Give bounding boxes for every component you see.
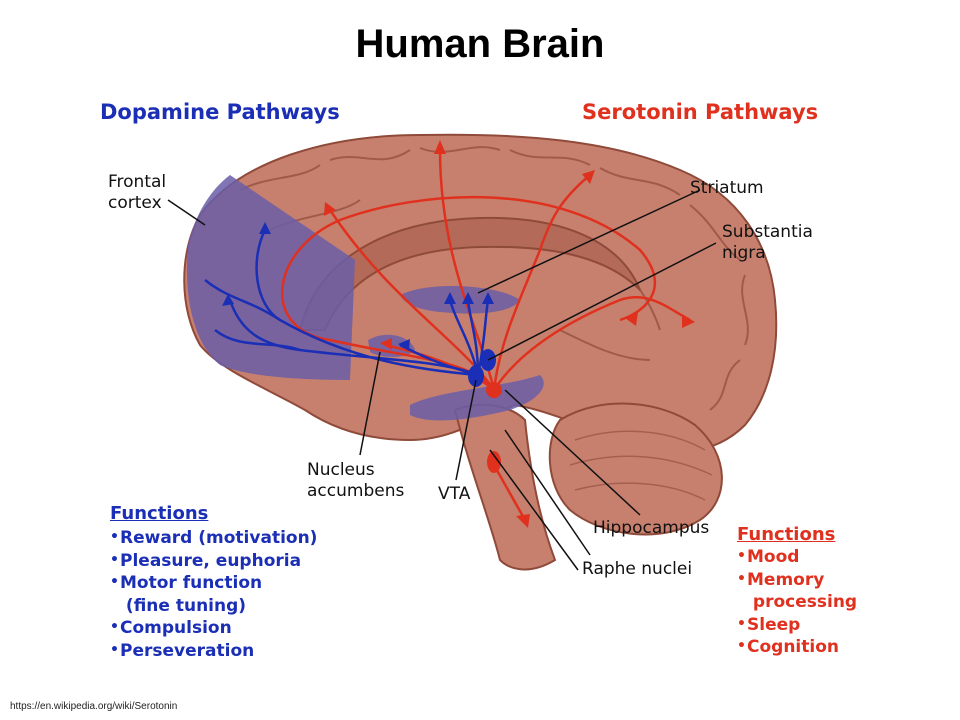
list-item: •Motor function bbox=[110, 573, 263, 593]
serotonin-pathways-heading: Serotonin Pathways bbox=[582, 100, 819, 124]
dopamine-functions-list: •Reward (motivation) •Pleasure, euphoria… bbox=[110, 527, 317, 662]
frontal-cortex-label: Frontal cortex bbox=[108, 172, 166, 214]
list-item: •Pleasure, euphoria bbox=[110, 550, 302, 571]
source-link[interactable]: https://en.wikipedia.org/wiki/Serotonin bbox=[10, 701, 178, 712]
function-text: (fine tuning) bbox=[120, 595, 247, 616]
list-item: •Compulsion bbox=[110, 618, 232, 638]
dopamine-arrowheads bbox=[222, 222, 494, 351]
frontal-cortex-label-line1: Frontal bbox=[108, 172, 167, 192]
dopamine-pathways-heading: Dopamine Pathways bbox=[100, 100, 340, 124]
serotonin-arrowheads bbox=[324, 140, 695, 528]
nucleus-accumbens-label-line1: Nucleus bbox=[307, 460, 375, 480]
vta-label: VTA bbox=[438, 484, 471, 504]
function-text: Sleep bbox=[747, 614, 801, 635]
function-text: Pleasure, euphoria bbox=[120, 550, 302, 571]
substantia-nigra-label: Substantia nigra bbox=[722, 222, 813, 264]
list-item: processing bbox=[737, 591, 857, 614]
list-item: •Perseveration bbox=[110, 640, 255, 661]
function-text: processing bbox=[747, 592, 858, 612]
list-item: •Cognition bbox=[737, 637, 839, 657]
page-title: Human Brain bbox=[355, 22, 605, 66]
substantia-nigra-label-line1: Substantia bbox=[722, 222, 813, 242]
function-text: Motor function bbox=[120, 573, 263, 593]
function-text: Mood bbox=[747, 547, 800, 567]
list-item: •Mood bbox=[737, 547, 800, 567]
brainstem bbox=[453, 403, 557, 571]
striatum-label: Striatum bbox=[690, 178, 764, 198]
leader-lines bbox=[167, 189, 717, 571]
function-text: Memory bbox=[747, 569, 825, 590]
cerebellum bbox=[548, 402, 723, 536]
function-text: Cognition bbox=[747, 637, 839, 657]
hippocampus-label: Hippocampus bbox=[593, 518, 710, 538]
serotonin-functions-list: •Mood •Memory processing •Sleep •Cogniti… bbox=[737, 546, 857, 659]
raphe-nuclei-label: Raphe nuclei bbox=[582, 559, 693, 579]
cerebellum-folds bbox=[569, 430, 713, 501]
serotonin-source-nucleus bbox=[486, 382, 502, 398]
nucleus-accumbens-label-line2: accumbens bbox=[307, 481, 405, 501]
list-item: •Sleep bbox=[737, 614, 801, 635]
hippocampus-region bbox=[410, 375, 544, 421]
corpus-callosum bbox=[298, 216, 641, 331]
list-item: •Reward (motivation) bbox=[110, 528, 318, 548]
serotonin-pathways bbox=[281, 149, 691, 521]
dopamine-pathways bbox=[204, 229, 490, 377]
vta-nucleus bbox=[468, 365, 484, 387]
list-item: •Memory bbox=[737, 569, 825, 590]
dopamine-functions-title: Functions bbox=[110, 503, 209, 524]
striatum-region bbox=[400, 285, 520, 314]
frontal-cortex-label-line2: cortex bbox=[108, 193, 162, 213]
raphe-nucleus bbox=[487, 451, 501, 473]
frontal-cortex-region bbox=[186, 175, 355, 380]
function-text: Reward (motivation) bbox=[120, 528, 318, 548]
serotonin-functions-title: Functions bbox=[737, 524, 836, 545]
nucleus-accumbens-label: Nucleus accumbens bbox=[307, 460, 404, 502]
substantia-nigra-label-line2: nigra bbox=[722, 243, 766, 263]
function-text: Perseveration bbox=[120, 640, 255, 661]
function-text: Compulsion bbox=[120, 618, 232, 638]
list-item: (fine tuning) bbox=[110, 595, 317, 618]
